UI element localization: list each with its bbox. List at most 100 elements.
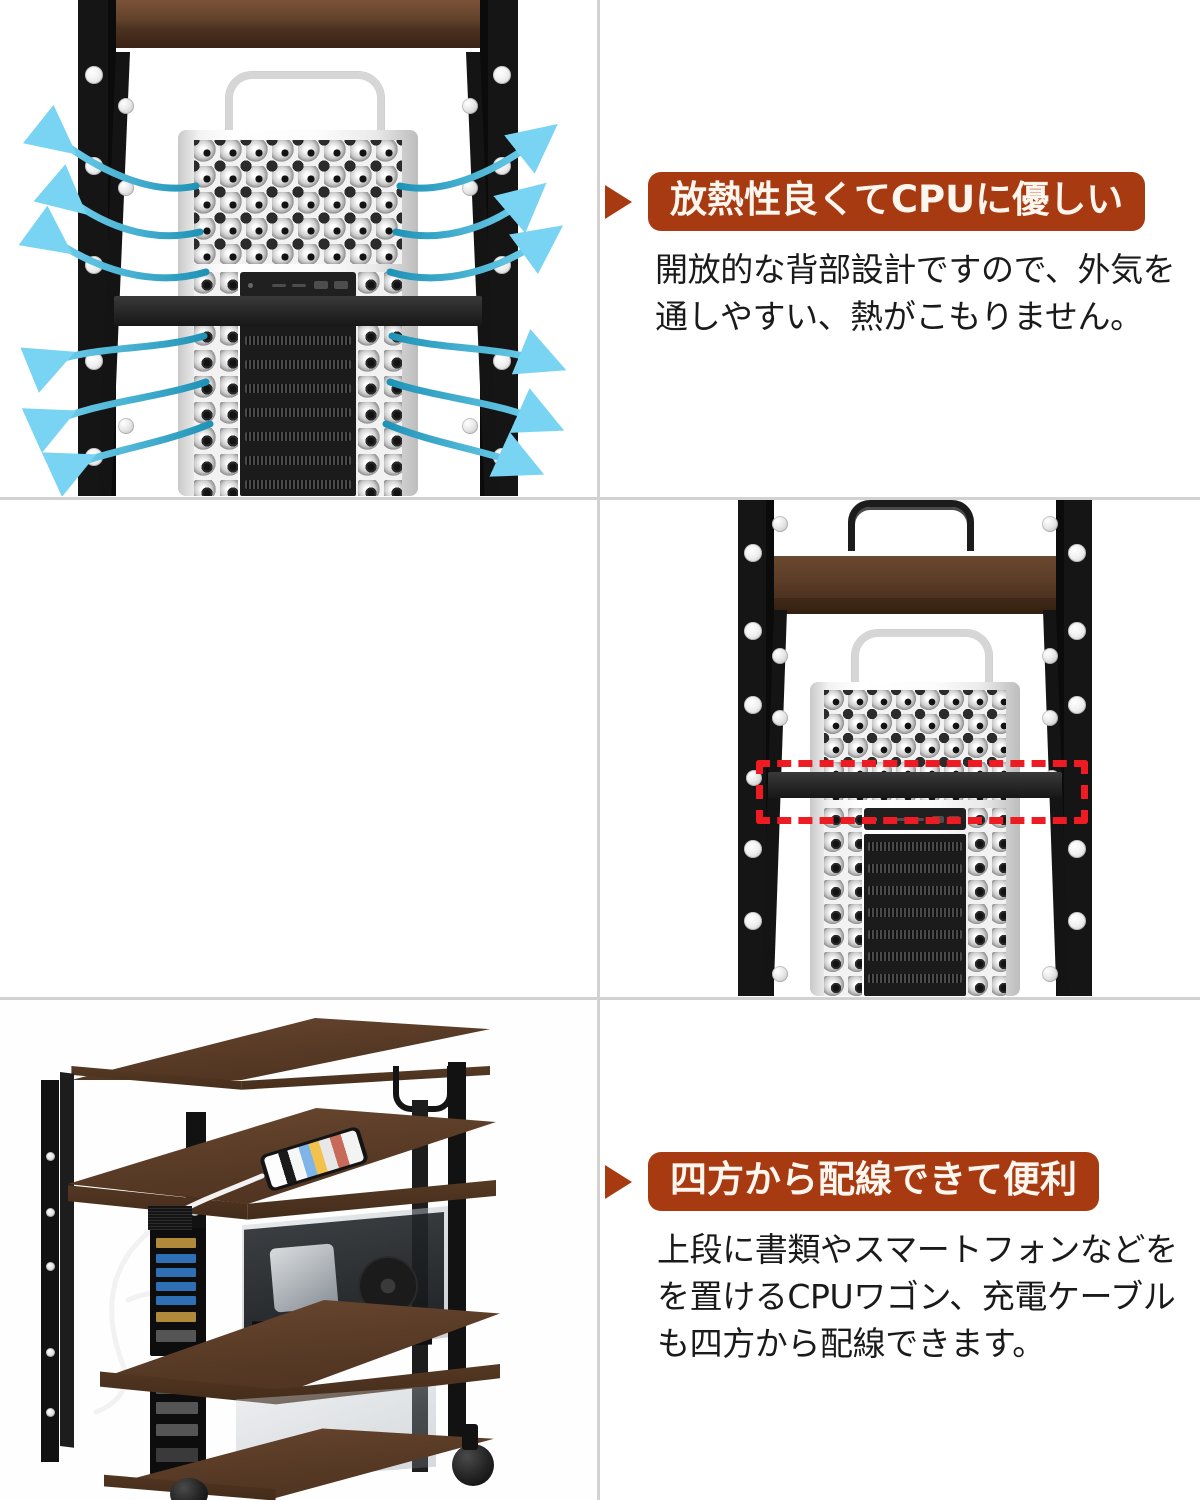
- upper-tower-handle: [848, 500, 974, 551]
- caster-wheel-icon: [170, 1478, 208, 1500]
- tower-ports: [240, 272, 356, 298]
- cpu-wagon-photo: [0, 1000, 596, 1500]
- tower-expansion-slots: [240, 302, 356, 496]
- panel-product-photo: [0, 1000, 596, 1500]
- screw: [85, 66, 103, 84]
- screw: [118, 418, 134, 434]
- triangle-right-icon: [605, 184, 632, 219]
- airflow-arrow: [386, 225, 564, 282]
- pc-vent-mesh: [148, 1206, 192, 1230]
- feature-cable-routing-text: 四方から配線できて便利 上段に書類やスマートフォンなどを を置けるCPUワゴン、…: [605, 1152, 1197, 1368]
- airflow-arrow: [20, 332, 208, 393]
- tower-lattice-upper: [194, 140, 402, 264]
- feature-cooling-badge: 放熱性良くてCPUに優しい: [648, 172, 1146, 231]
- screw: [493, 66, 511, 84]
- airflow-arrow: [18, 205, 210, 282]
- tower-expansion-slots: [864, 834, 966, 996]
- leg-front-left: [41, 1080, 59, 1462]
- screw: [1068, 840, 1086, 858]
- slot: [244, 336, 352, 345]
- io-port: [156, 1254, 196, 1263]
- top-shelf-edge: [112, 0, 484, 34]
- slot: [244, 408, 352, 417]
- airflow-arrow: [386, 378, 565, 433]
- panel-feature-protection: パソコン本体を守る ワゴンの後ろに搭載したバーがPCの の落下を防ぎます。PC本…: [0, 500, 596, 996]
- screw: [462, 418, 478, 434]
- io-port: [156, 1296, 196, 1305]
- slot: [244, 432, 352, 441]
- feature-cable-routing-badge: 四方から配線できて便利: [648, 1152, 1099, 1211]
- airflow-arrow: [21, 378, 210, 453]
- screw: [46, 1208, 55, 1217]
- feature-cooling-body: 開放的な背部設計ですので、外気を 通しやすい、熱がこもりません。: [655, 250, 1176, 336]
- screw: [462, 98, 478, 114]
- mac-pro-tower: [810, 630, 1020, 996]
- port-indicator: [248, 283, 253, 288]
- wood-shelf-lip: [770, 598, 1060, 614]
- divider-horizontal-bottom: [0, 997, 1200, 1000]
- airflow-arrow: [392, 182, 547, 240]
- screw: [118, 98, 134, 114]
- screw: [118, 180, 134, 196]
- screw: [46, 1262, 55, 1271]
- screw: [46, 1408, 55, 1417]
- screw: [1068, 622, 1086, 640]
- screw: [772, 966, 788, 982]
- divider-vertical-row3: [597, 1000, 600, 1500]
- io-port: [156, 1282, 196, 1291]
- panel-airflow-illustration: [0, 0, 596, 496]
- safety-bar: [768, 772, 1062, 798]
- red-dashed-highlight-icon: [756, 760, 1088, 824]
- slot: [244, 456, 352, 465]
- screw: [1042, 710, 1058, 726]
- screw: [85, 352, 103, 370]
- top-shelf-lip: [112, 30, 484, 48]
- slot: [244, 480, 352, 489]
- screw: [772, 648, 788, 664]
- screw: [1042, 516, 1058, 532]
- pc-rear-io: [150, 1228, 206, 1356]
- io-port: [156, 1330, 196, 1342]
- airflow-arrow-group: [18, 104, 567, 496]
- io-port: [156, 1424, 198, 1436]
- caster-stem: [462, 1424, 478, 1450]
- panel-safety-bar-illustration: [600, 500, 1200, 996]
- io-port: [156, 1238, 196, 1248]
- screw: [744, 544, 762, 562]
- screw: [744, 840, 762, 858]
- screw: [1042, 966, 1058, 982]
- screw: [744, 912, 762, 930]
- port: [292, 284, 306, 287]
- panel-feature-cable-routing: 四方から配線できて便利 上段に書類やスマートフォンなどを を置けるCPUワゴン、…: [600, 1000, 1200, 1500]
- tower-handle: [852, 630, 992, 691]
- slot: [868, 930, 962, 939]
- leg-rear-right: [448, 1062, 466, 1444]
- screw: [46, 1348, 55, 1357]
- feature-cable-routing-heading-row: 四方から配線できて便利: [605, 1152, 1197, 1211]
- slot: [868, 908, 962, 917]
- slot: [868, 886, 962, 895]
- slot: [868, 974, 962, 983]
- slot: [244, 384, 352, 393]
- io-port: [156, 1312, 196, 1322]
- airflow-arrow: [396, 124, 558, 192]
- port: [314, 281, 328, 289]
- io-port: [156, 1402, 198, 1414]
- port: [272, 284, 286, 287]
- feature-cable-routing-body: 上段に書類やスマートフォンなどを を置けるCPUワゴン、充電ケーブル も四方から…: [657, 1230, 1178, 1363]
- airflow-arrow: [41, 420, 214, 496]
- safety-bar-diagram: [600, 500, 1200, 996]
- tower-lattice-left: [824, 808, 862, 996]
- panel-feature-cooling: 放熱性良くてCPUに優しい 開放的な背部設計ですので、外気を 通しやすい、熱がこ…: [600, 0, 1200, 496]
- divider-vertical-row2: [597, 500, 600, 997]
- screw: [1042, 648, 1058, 664]
- safety-bar: [114, 296, 482, 326]
- screw: [772, 516, 788, 532]
- divider-vertical-row1: [597, 0, 600, 497]
- caster-wheel-icon: [452, 1444, 494, 1486]
- power-switch: [156, 1448, 198, 1462]
- triangle-right-icon: [605, 1164, 632, 1199]
- feature-cooling-heading-row: 放熱性良くてCPUに優しい: [605, 172, 1197, 231]
- airflow-arrow: [388, 329, 567, 375]
